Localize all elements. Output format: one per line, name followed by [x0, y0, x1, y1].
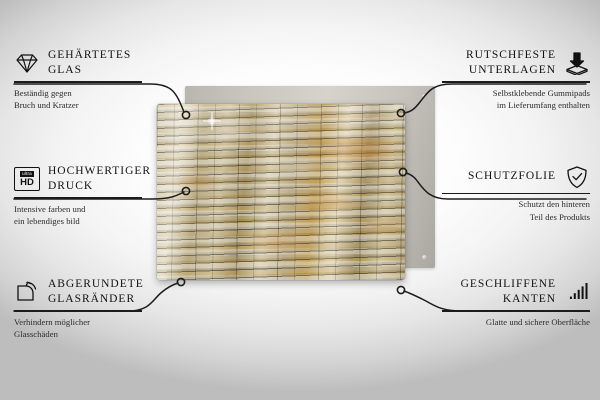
feature-tempered-glass: GEHÄRTETES GLAS Beständig gegen Bruch un…: [14, 48, 142, 111]
feature-rule: [14, 310, 142, 312]
feature-rounded-glass-edges: ABGERUNDETE GLASRÄNDER Verhindern möglic…: [14, 277, 144, 340]
feature-title: GEHÄRTETES GLAS: [48, 49, 132, 77]
feature-rule: [442, 310, 590, 312]
glass-sparkle-icon: [203, 112, 221, 130]
glass-reflection: [157, 104, 405, 280]
feature-header: GESCHLIFFENE KANTEN: [442, 277, 590, 307]
feature-title: SCHUTZFOLIE: [467, 170, 556, 183]
feature-description: Selbstklebende Gummipads im Lieferumfang…: [492, 87, 590, 110]
feature-header: ABGERUNDETE GLASRÄNDER: [14, 277, 144, 307]
feature-description: Verhindern möglicher Glasschäden: [14, 316, 91, 339]
feature-description: Beständig gegen Bruch und Kratzer: [14, 87, 79, 110]
feature-header: RUTSCHFESTE UNTERLAGEN: [442, 48, 590, 78]
rounded-corner-icon: [14, 280, 40, 304]
feature-rule: [442, 81, 590, 83]
feature-title: RUTSCHFESTE UNTERLAGEN: [466, 49, 556, 77]
rubber-pad-top-right: [422, 94, 427, 99]
feature-protective-film: SCHUTZFOLIE Schutzt den hinteren Teil de…: [442, 164, 590, 223]
feature-non-slip-pads: RUTSCHFESTE UNTERLAGEN Selbstklebende Gu…: [442, 48, 590, 111]
hatched-triangle-icon: [564, 280, 590, 304]
shield-check-icon: [564, 165, 590, 189]
feature-title: HOCHWERTIGER DRUCK: [48, 165, 152, 193]
down-arrow-pad-icon: [564, 51, 590, 76]
feature-description: Schutzt den hinteren Teil des Produkts: [518, 199, 590, 222]
glass-panel: [157, 104, 405, 280]
feature-title: GESCHLIFFENE KANTEN: [460, 278, 556, 306]
feature-rule: [14, 197, 142, 199]
feature-description: Glatte und sichere Oberfläche: [485, 316, 590, 327]
feature-header: SCHUTZFOLIE: [442, 164, 590, 190]
feature-polished-edges: GESCHLIFFENE KANTEN Glatte und sichere O…: [442, 277, 590, 328]
feature-description: Intensive farben und ein lebendiges bild: [14, 203, 86, 226]
stone-color-variation: [157, 104, 405, 280]
feature-rule: [442, 193, 590, 195]
diamond-icon: [14, 51, 40, 75]
feature-rule: [14, 81, 142, 83]
feature-header: GEHÄRTETES GLAS: [14, 48, 142, 78]
feature-title: ABGERUNDETE GLASRÄNDER: [48, 278, 144, 306]
rubber-pad-bottom-right: [422, 255, 427, 260]
